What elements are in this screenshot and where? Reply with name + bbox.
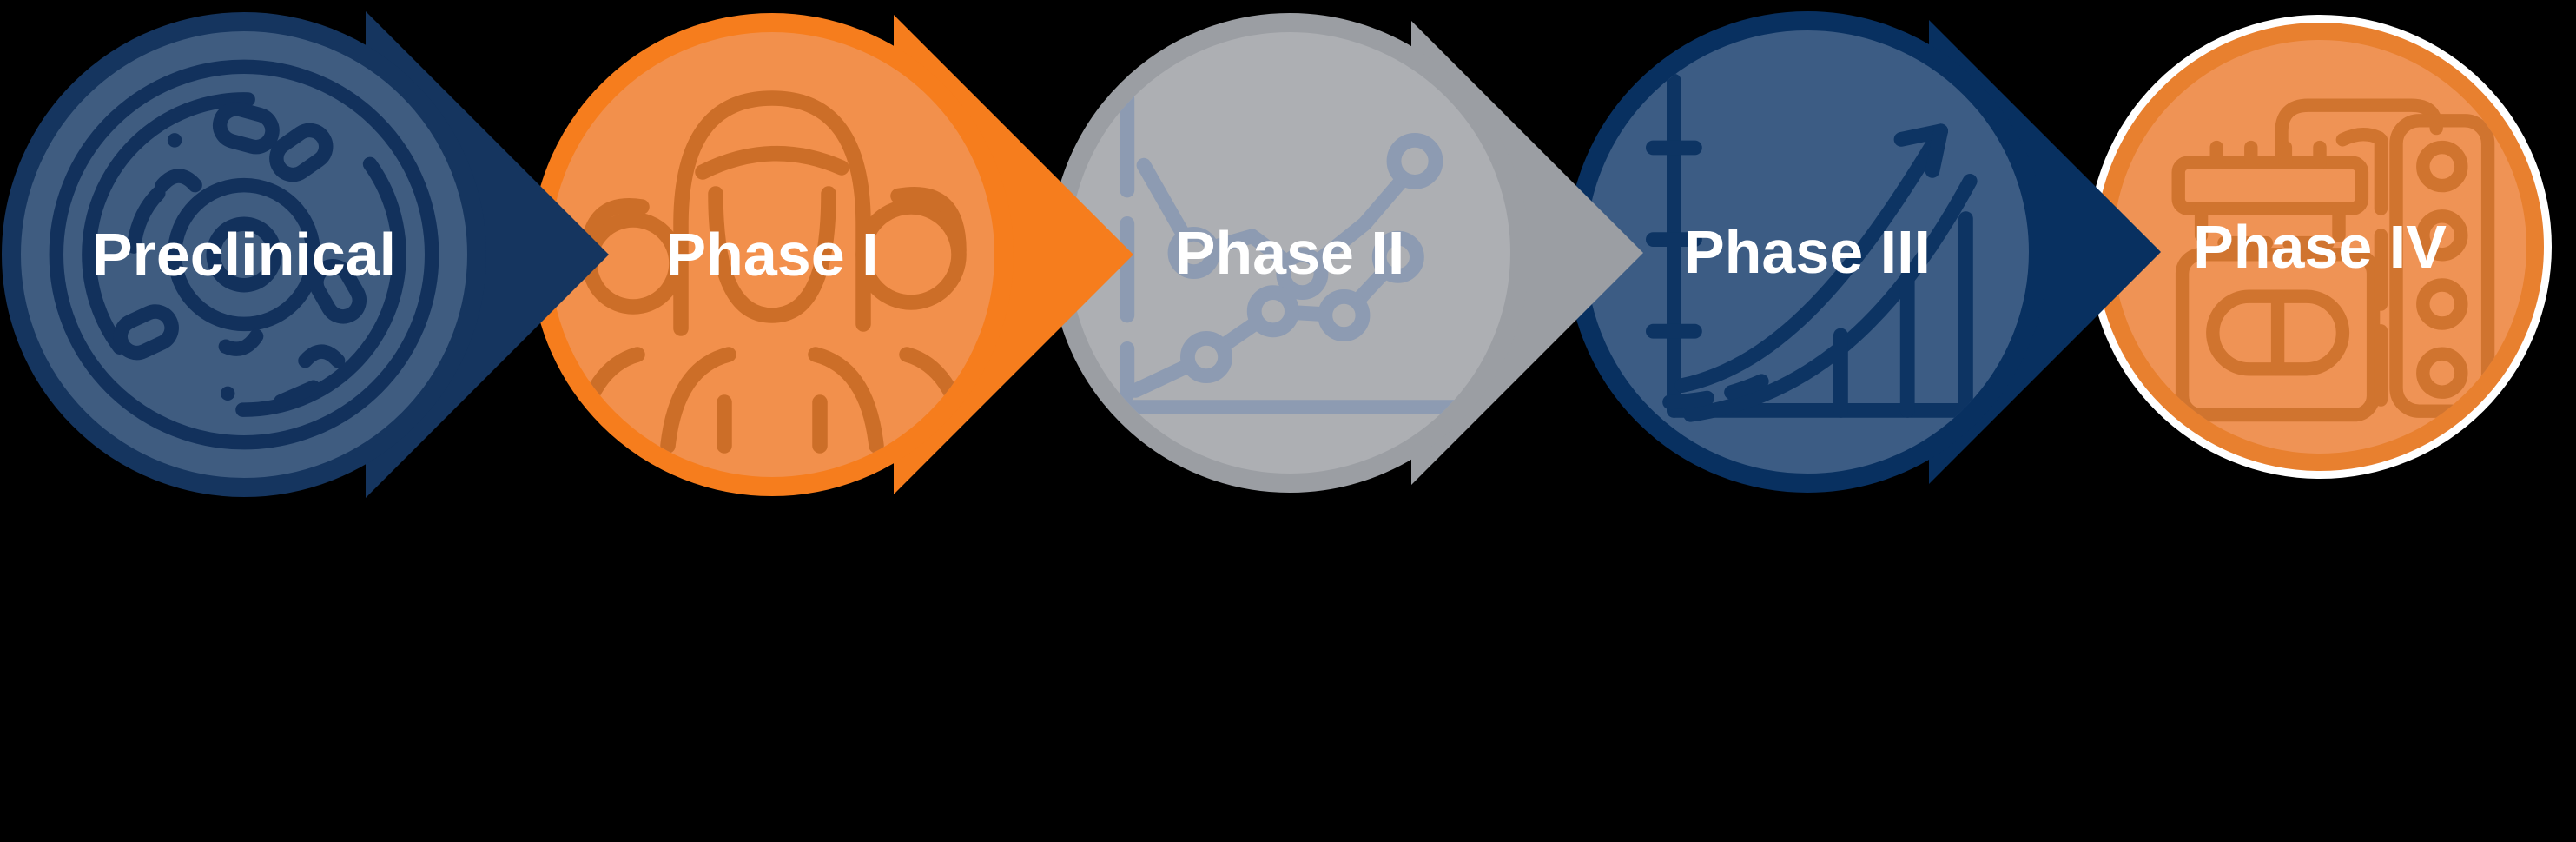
phase-circle: Phase IV [2096, 23, 2544, 471]
phase-label: Phase I [665, 221, 879, 288]
phase-circle: Preclinical [2, 12, 486, 497]
phase-label: Preclinical [91, 221, 397, 288]
phase-label: Phase II [1174, 219, 1405, 287]
phase-label: Phase IV [2193, 213, 2447, 281]
phase-label: Phase III [1683, 218, 1932, 286]
